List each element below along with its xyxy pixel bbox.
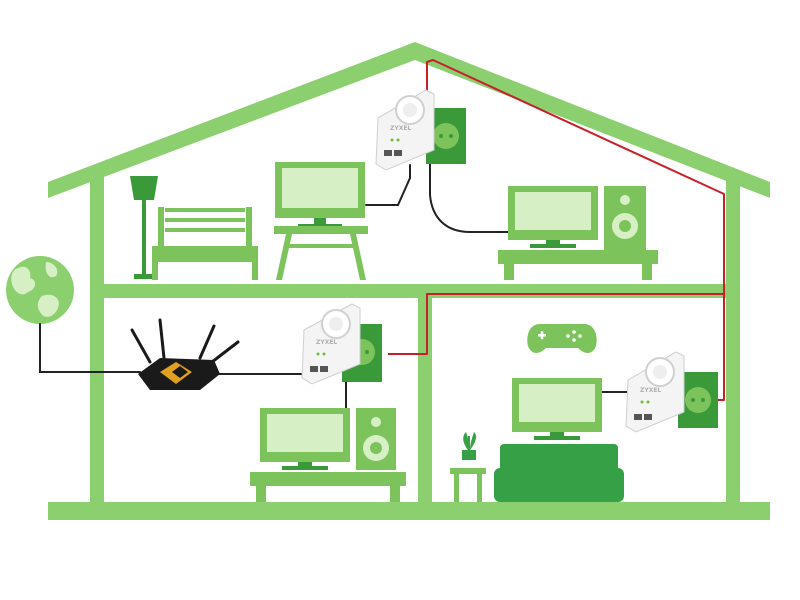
interior-wall xyxy=(418,298,432,508)
brand-label: ZYXEL xyxy=(640,387,661,394)
sideboard xyxy=(250,472,406,502)
left-wall xyxy=(90,170,104,510)
router-icon xyxy=(130,318,240,390)
monitor-icon xyxy=(512,378,602,440)
sideboard xyxy=(498,250,658,280)
middle-floor xyxy=(90,284,740,298)
brand-label: ZYXEL xyxy=(316,339,337,346)
speaker-icon xyxy=(604,186,646,250)
floor-lamp-icon xyxy=(130,176,158,279)
speaker-icon xyxy=(356,408,396,470)
ethernet-cables xyxy=(39,159,633,411)
right-wall xyxy=(726,170,740,510)
monitor-icon xyxy=(275,162,365,228)
ground-floor xyxy=(48,502,770,520)
sofa-icon xyxy=(494,444,624,502)
plant-icon xyxy=(462,432,477,460)
bed-icon xyxy=(152,207,258,280)
house-frame xyxy=(48,42,770,520)
side-table xyxy=(450,468,486,502)
powerline-adapter-icon: ZYXEL xyxy=(625,351,685,433)
monitor-icon xyxy=(260,408,350,470)
power-socket-icon xyxy=(678,372,718,428)
desk xyxy=(274,226,368,280)
powerline-wiring xyxy=(388,59,725,401)
brand-label: ZYXEL xyxy=(390,125,411,132)
gamepad-icon xyxy=(527,324,597,353)
monitor-icon xyxy=(508,186,598,248)
powerline-adapter-icon: ZYXEL xyxy=(301,303,361,385)
globe-icon xyxy=(6,256,74,324)
powerline-adapter-icon: ZYXEL xyxy=(375,89,435,171)
